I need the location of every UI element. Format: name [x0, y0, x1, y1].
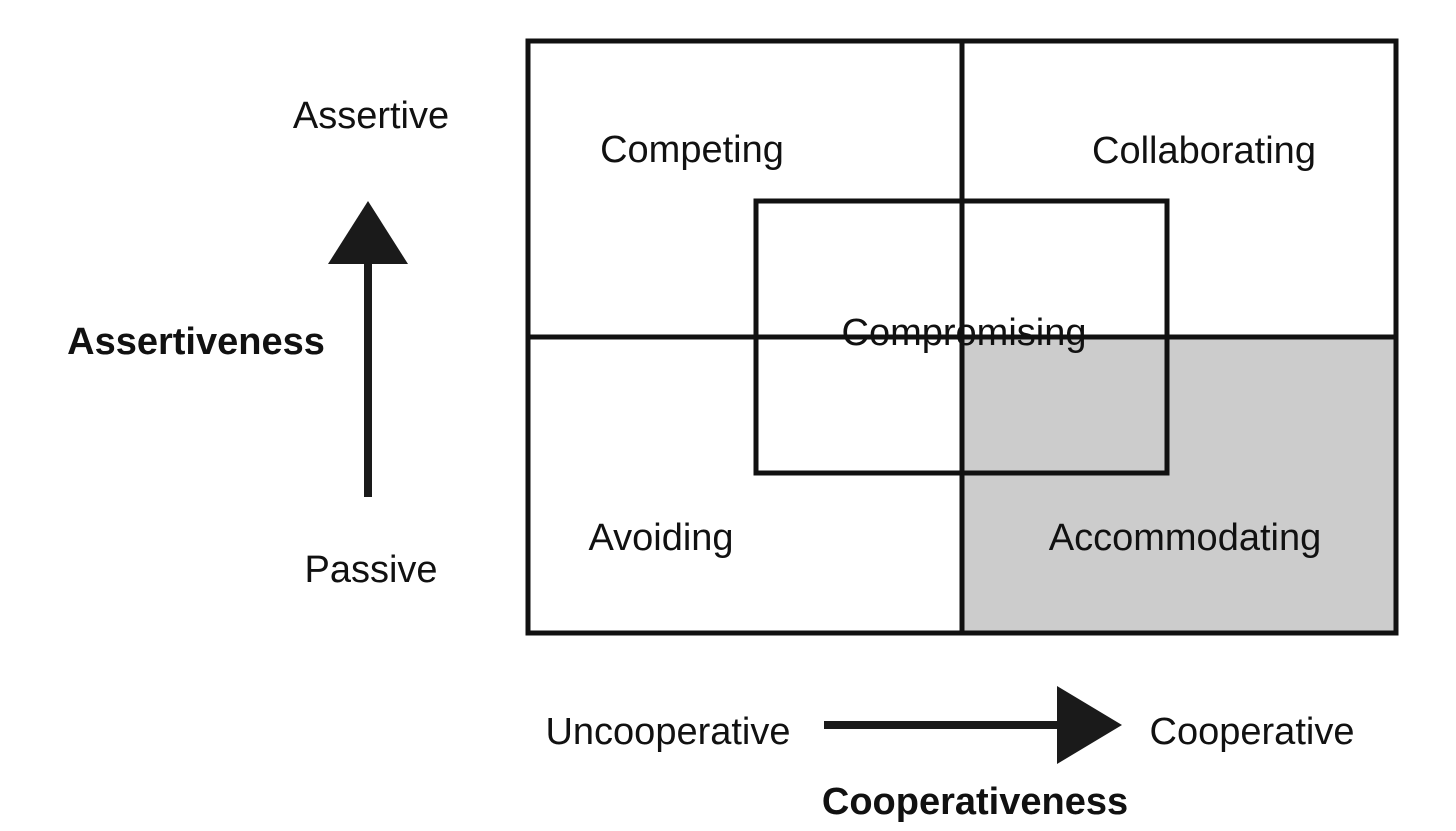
compromising-label: Compromising — [842, 312, 1087, 354]
quadrant-competing — [528, 41, 962, 337]
avoiding-label: Avoiding — [588, 517, 733, 559]
cooperativeness-arrow — [824, 686, 1122, 764]
assertiveness-title: Assertiveness — [67, 321, 325, 363]
assertiveness-arrow — [328, 201, 408, 497]
accommodating-label: Accommodating — [1049, 517, 1321, 559]
passive-label: Passive — [304, 549, 437, 591]
cooperative-label: Cooperative — [1150, 711, 1355, 753]
competing-label: Competing — [600, 129, 784, 171]
up-arrow-icon — [328, 201, 408, 264]
assertive-label: Assertive — [293, 95, 449, 137]
right-arrow-icon — [1057, 686, 1122, 764]
uncooperative-label: Uncooperative — [545, 711, 790, 753]
compromising-box — [753, 198, 1170, 476]
collaborating-label: Collaborating — [1092, 130, 1316, 172]
quadrant-avoiding — [528, 337, 962, 633]
quadrant-accommodating — [962, 337, 1396, 633]
quadrant-collaborating — [962, 41, 1396, 337]
cooperativeness-title: Cooperativeness — [822, 781, 1128, 823]
